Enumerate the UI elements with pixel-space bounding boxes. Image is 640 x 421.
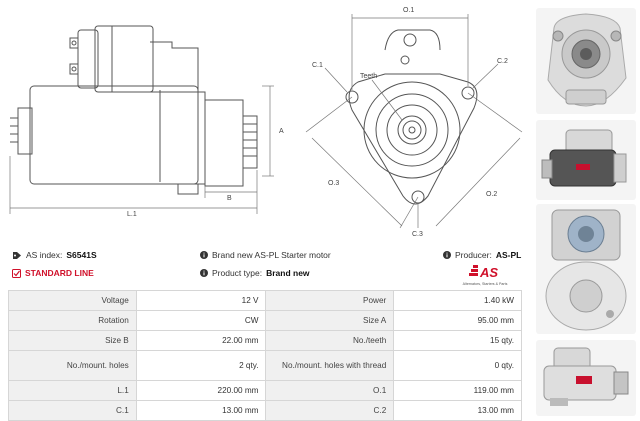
spec-label-mount-holes: No./mount. holes <box>8 350 137 381</box>
spec-value-rotation: CW <box>135 310 267 331</box>
as-index: AS index: S6541S <box>12 250 97 260</box>
table-row: L.1 220.00 mm O.1 119.00 mm <box>8 380 522 401</box>
spec-label-rotation: Rotation <box>8 310 137 331</box>
spec-value-l1: 220.00 mm <box>135 380 267 401</box>
spec-label-l1: L.1 <box>8 380 137 401</box>
product-type-value: Brand new <box>266 268 310 278</box>
side-view-dimensions <box>9 85 274 214</box>
standard-line-label: STANDARD LINE <box>25 268 94 278</box>
table-row: Rotation CW Size A 95.00 mm <box>8 310 522 331</box>
table-row: Voltage 12 V Power 1.40 kW <box>8 290 522 311</box>
info-icon <box>443 251 451 259</box>
spec-label-voltage: Voltage <box>8 290 137 311</box>
spec-label-teeth: No./teeth <box>265 330 395 351</box>
side-view-drawing <box>10 25 258 195</box>
as-pl-logo: AS Alternators, Starters & Parts <box>453 263 517 289</box>
spec-label-size-a: Size A <box>265 310 395 331</box>
spec-value-o1: 119.00 mm <box>393 380 522 401</box>
spec-value-c1: 13.00 mm <box>135 400 267 421</box>
spec-value-c2: 13.00 mm <box>393 400 522 421</box>
spec-value-voltage: 12 V <box>135 290 267 311</box>
product-type: Product type: Brand new <box>200 268 310 278</box>
spec-value-size-b: 22.00 mm <box>135 330 267 351</box>
spec-label-o1: O.1 <box>265 380 395 401</box>
spec-value-size-a: 95.00 mm <box>393 310 522 331</box>
checkbox-checked-icon <box>12 268 21 278</box>
standard-line: STANDARD LINE <box>12 268 94 278</box>
product-photo-rear[interactable] <box>536 204 636 334</box>
spec-label-size-b: Size B <box>8 330 137 351</box>
dimension-label-o3: O.3 <box>328 180 339 187</box>
product-photo-angle[interactable] <box>536 340 636 416</box>
dimension-label-o2: O.2 <box>486 191 497 198</box>
dimension-label-b: B <box>227 195 232 202</box>
product-photo-front[interactable] <box>536 8 636 114</box>
product-photo-column <box>530 0 640 421</box>
dimension-label-c3: C.3 <box>412 231 423 238</box>
dimension-label-c1: C.1 <box>312 62 323 69</box>
tag-icon <box>12 251 22 260</box>
spec-label-threaded-holes: No./mount. holes with thread <box>265 350 395 381</box>
front-view-dimensions <box>305 14 523 229</box>
spec-value-mount-holes: 2 qty. <box>135 350 267 381</box>
as-index-value: S6541S <box>66 250 97 260</box>
front-view-drawing <box>345 29 478 205</box>
spec-label-power: Power <box>265 290 395 311</box>
spec-value-threaded-holes: 0 qty. <box>393 350 522 381</box>
producer-value: AS-PL <box>495 250 522 260</box>
dimension-label-c2: C.2 <box>497 58 508 65</box>
producer: Producer: AS-PL <box>443 250 521 260</box>
spec-value-teeth: 15 qty. <box>393 330 522 351</box>
spec-label-c1: C.1 <box>8 400 137 421</box>
product-type-label: Product type: <box>212 268 263 278</box>
logo-tagline: Alternators, Starters & Parts <box>463 282 508 286</box>
table-row: No./mount. holes 2 qty. No./mount. holes… <box>8 350 522 381</box>
brand-new-text: Brand new AS-PL Starter motor <box>212 250 331 260</box>
specifications-table: Voltage 12 V Power 1.40 kW Rotation CW S… <box>8 290 522 421</box>
info-icon <box>200 269 208 277</box>
table-row: Size B 22.00 mm No./teeth 15 qty. <box>8 330 522 351</box>
dimension-label-a: A <box>279 128 284 135</box>
spec-value-power: 1.40 kW <box>393 290 522 311</box>
producer-label: Producer: <box>455 250 492 260</box>
as-index-label: AS index: <box>26 250 63 260</box>
brand-new-note: Brand new AS-PL Starter motor <box>200 250 331 260</box>
product-info: AS index: S6541S STANDARD LINE Brand new… <box>12 246 530 286</box>
info-icon <box>200 251 208 259</box>
logo-mark: AS <box>479 265 498 280</box>
table-row: C.1 13.00 mm C.2 13.00 mm <box>8 400 522 421</box>
product-photo-side[interactable] <box>536 120 636 200</box>
dimension-label-teeth: Teeth <box>360 73 377 80</box>
technical-drawing: A B L.1 O.1 C.1 C.2 <box>9 7 523 238</box>
dimension-label-l1: L.1 <box>127 211 137 218</box>
spec-label-c2: C.2 <box>265 400 395 421</box>
dimension-label-o1: O.1 <box>403 7 414 14</box>
